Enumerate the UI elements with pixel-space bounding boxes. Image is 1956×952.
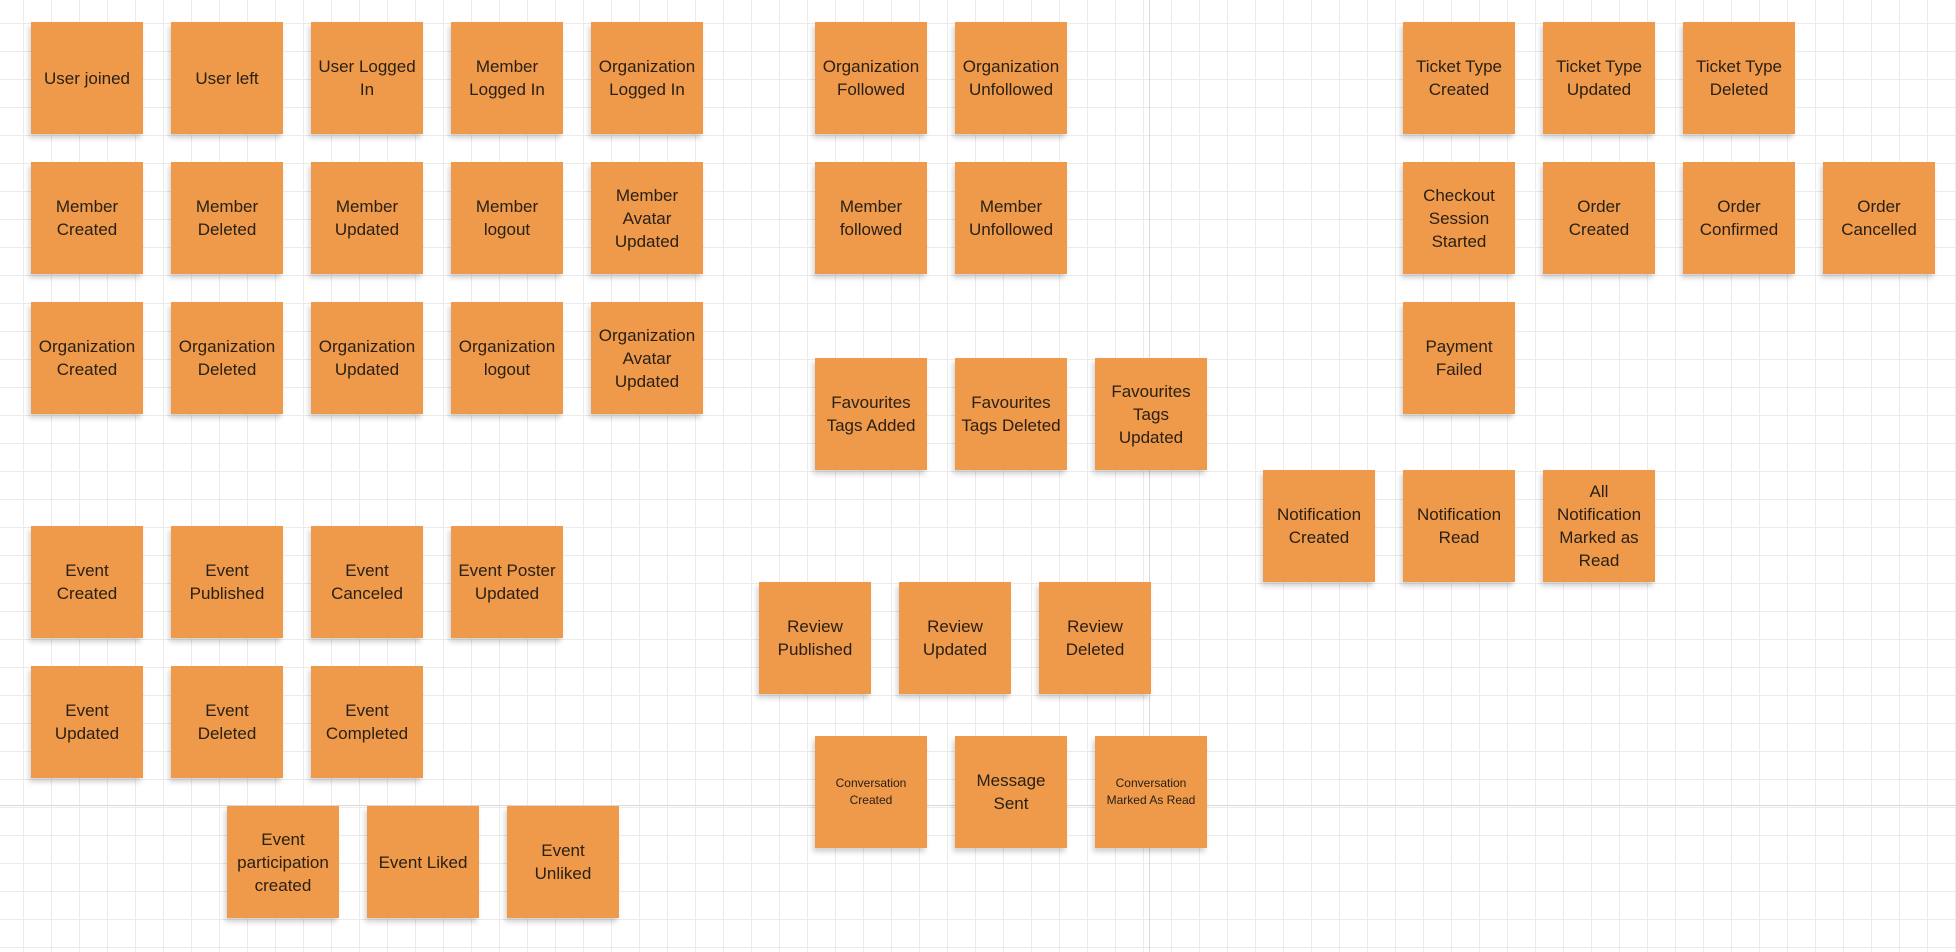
sticky-note[interactable]: Organization Created [31,302,143,414]
sticky-note[interactable]: Member Created [31,162,143,274]
sticky-note[interactable]: Message Sent [955,736,1067,848]
sticky-note[interactable]: User Logged In [311,22,423,134]
sticky-note[interactable]: Organization Avatar Updated [591,302,703,414]
sticky-note[interactable]: Member Deleted [171,162,283,274]
sticky-note[interactable]: Event Canceled [311,526,423,638]
sticky-note[interactable]: Organization Deleted [171,302,283,414]
sticky-note[interactable]: Checkout Session Started [1403,162,1515,274]
sticky-note[interactable]: Organization Unfollowed [955,22,1067,134]
sticky-note[interactable]: Order Confirmed [1683,162,1795,274]
sticky-note[interactable]: Favourites Tags Updated [1095,358,1207,470]
sticky-note[interactable]: Event Deleted [171,666,283,778]
sticky-note[interactable]: Organization logout [451,302,563,414]
sticky-note[interactable]: Member followed [815,162,927,274]
sticky-note[interactable]: Favourites Tags Deleted [955,358,1067,470]
sticky-note[interactable]: Order Created [1543,162,1655,274]
sticky-note[interactable]: Conversation Created [815,736,927,848]
sticky-note[interactable]: User left [171,22,283,134]
sticky-note[interactable]: Member logout [451,162,563,274]
sticky-note[interactable]: Ticket Type Deleted [1683,22,1795,134]
sticky-note[interactable]: Payment Failed [1403,302,1515,414]
sticky-note[interactable]: Organization Logged In [591,22,703,134]
sticky-note[interactable]: Favourites Tags Added [815,358,927,470]
sticky-note[interactable]: Order Cancelled [1823,162,1935,274]
sticky-note[interactable]: Review Updated [899,582,1011,694]
sticky-note[interactable]: Event Completed [311,666,423,778]
sticky-note[interactable]: Event participation created [227,806,339,918]
sticky-note[interactable]: Ticket Type Updated [1543,22,1655,134]
sticky-note[interactable]: Ticket Type Created [1403,22,1515,134]
sticky-note[interactable]: Review Deleted [1039,582,1151,694]
sticky-note[interactable]: Conversation Marked As Read [1095,736,1207,848]
sticky-note[interactable]: Member Logged In [451,22,563,134]
sticky-note[interactable]: Event Created [31,526,143,638]
sticky-note[interactable]: User joined [31,22,143,134]
grid-major-line [1149,0,1150,952]
sticky-note[interactable]: Member Updated [311,162,423,274]
sticky-note[interactable]: Organization Followed [815,22,927,134]
sticky-note[interactable]: Event Poster Updated [451,526,563,638]
sticky-note[interactable]: Event Liked [367,806,479,918]
sticky-note[interactable]: All Notification Marked as Read [1543,470,1655,582]
sticky-note[interactable]: Review Published [759,582,871,694]
sticky-note[interactable]: Member Avatar Updated [591,162,703,274]
sticky-note[interactable]: Event Unliked [507,806,619,918]
sticky-note[interactable]: Notification Read [1403,470,1515,582]
sticky-note[interactable]: Organization Updated [311,302,423,414]
sticky-note[interactable]: Notification Created [1263,470,1375,582]
sticky-note[interactable]: Event Updated [31,666,143,778]
sticky-note[interactable]: Event Published [171,526,283,638]
sticky-note[interactable]: Member Unfollowed [955,162,1067,274]
